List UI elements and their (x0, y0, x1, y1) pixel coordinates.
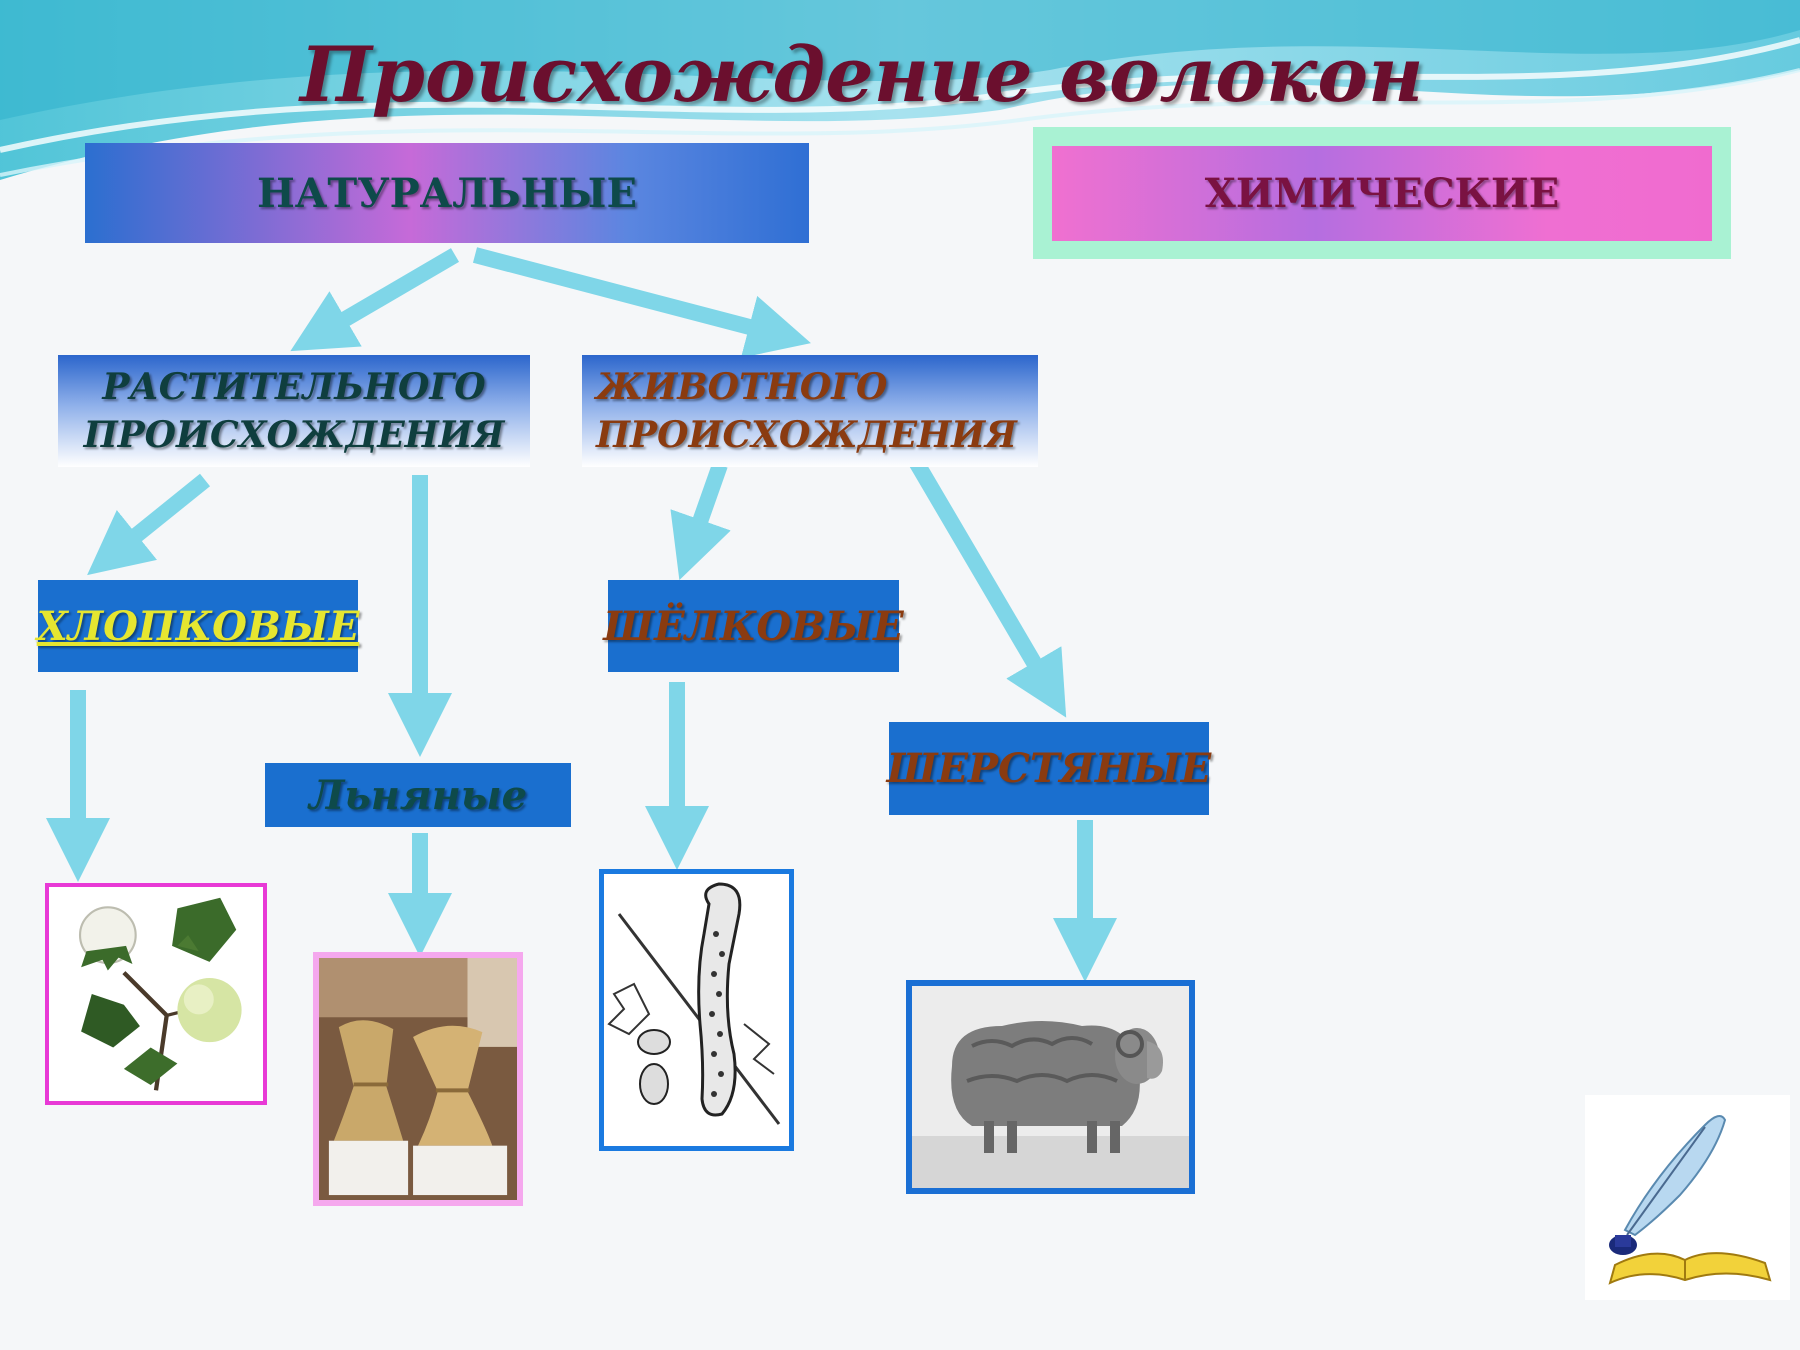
plant-origin-line1: РАСТИТЕЛЬНОГО (102, 366, 486, 408)
plant-origin-box: РАСТИТЕЛЬНОГО ПРОИСХОЖДЕНИЯ (58, 355, 530, 467)
animal-origin-line1: ЖИВОТНОГО (596, 366, 888, 408)
silkworm-picture (599, 869, 794, 1151)
cotton-plant-icon (78, 897, 242, 1091)
animal-origin-box: ЖИВОТНОГО ПРОИСХОЖДЕНИЯ (582, 355, 1038, 467)
chemical-fibers-box: ХИМИЧЕСКИЕ (1052, 146, 1712, 241)
silkworm-icon (607, 882, 781, 1125)
flax-sheaves-picture (313, 952, 523, 1206)
wool-fibers-box: ШЕРСТЯНЫЕ (887, 722, 1211, 815)
slide-title: Происхождение волокон (300, 30, 1424, 119)
silk-fibers-box: ШЁЛКОВЫЕ (603, 580, 904, 672)
natural-fibers-box: НАТУРАЛЬНЫЕ (85, 143, 809, 243)
quill-book-decoration (1585, 1095, 1790, 1300)
animal-origin-line2: ПРОИСХОЖДЕНИЯ (596, 414, 1017, 456)
cotton-fibers-box: ХЛОПКОВЫЕ (37, 580, 359, 672)
flax-fibers-box: Льняные (265, 763, 571, 827)
sheep-icon (912, 986, 1189, 1188)
plant-origin-line2: ПРОИСХОЖДЕНИЯ (83, 414, 505, 456)
cotton-plant-picture (45, 883, 267, 1105)
flax-sheaves-icon (319, 958, 517, 1200)
sheep-picture (906, 980, 1195, 1194)
quill-and-book-icon (1585, 1095, 1790, 1300)
